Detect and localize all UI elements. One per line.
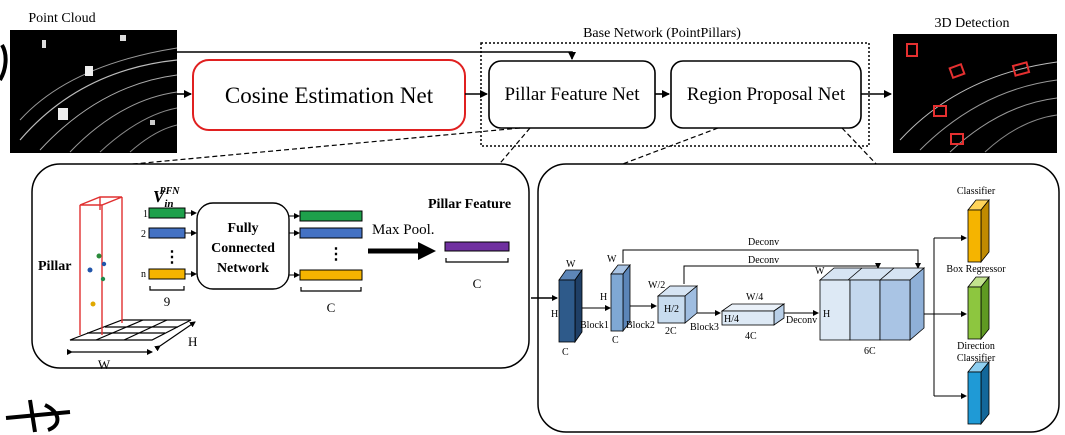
v-in-pfn-label: VinPFN xyxy=(153,186,180,210)
output-brace xyxy=(300,287,362,292)
edge-scribble xyxy=(0,43,8,82)
pillar-feature-bar xyxy=(444,241,510,252)
point-cloud-image xyxy=(10,30,178,153)
maxpool-arrowhead xyxy=(418,242,436,260)
fully-connected-network-box xyxy=(196,202,290,290)
dim-c5: 6C xyxy=(864,346,876,357)
dim-w3: W/2 xyxy=(648,280,665,291)
input-bar-yellow xyxy=(148,268,186,280)
row-label-1: 1 xyxy=(143,209,148,220)
dim-w4: W/4 xyxy=(746,292,763,303)
input-brace xyxy=(149,286,185,291)
pillar-feature-net-label: Pillar Feature Net xyxy=(504,84,640,105)
c-label-out: C xyxy=(473,276,482,291)
dim-w2: W xyxy=(607,254,617,265)
direction-label-line1: Direction xyxy=(957,341,995,352)
deconv-label-1: Deconv xyxy=(748,237,779,248)
block3-label: Block3 xyxy=(690,322,719,333)
h-axis-arrow xyxy=(154,321,196,352)
dim-h4: H/4 xyxy=(724,314,739,325)
bottom-scribble xyxy=(5,399,71,433)
fcn-label-line1: Fully xyxy=(227,221,258,236)
region-proposal-net-label: Region Proposal Net xyxy=(687,84,846,105)
fcn-label-line2: Connected xyxy=(211,241,275,256)
nine-label: 9 xyxy=(164,294,171,309)
input-bar-green xyxy=(148,207,186,219)
dim-h2: H xyxy=(600,292,607,303)
direction-label-line2: Classifier xyxy=(957,353,996,364)
output-dots: ⋮ xyxy=(328,246,344,263)
dim-w5: W xyxy=(815,266,825,277)
dim-w1: W xyxy=(566,259,576,270)
dim-c4: 4C xyxy=(745,331,757,342)
classifier-label: Classifier xyxy=(957,186,996,197)
h-axis-label: H xyxy=(188,334,197,349)
classifier-head xyxy=(967,198,990,264)
direction-head xyxy=(967,360,990,426)
base-network-box xyxy=(480,42,870,147)
w-axis-label: W xyxy=(98,357,111,372)
output-bar-blue xyxy=(299,227,363,239)
block2-label: Block2 xyxy=(626,320,655,331)
pillar-feature-label: Pillar Feature xyxy=(428,197,511,212)
arrow-pc-skip-to-pfn xyxy=(177,51,576,60)
fcn-label-line3: Network xyxy=(217,261,269,276)
rpn-block1-tensor xyxy=(610,263,631,333)
box-regressor-head xyxy=(967,275,990,341)
output-bar-yellow xyxy=(299,269,363,281)
deconv-label-2: Deconv xyxy=(748,255,779,266)
deconv-skip-2 xyxy=(683,263,881,284)
rpn-input-tensor xyxy=(558,268,583,344)
pillar-prism xyxy=(79,196,123,335)
input-dots: ⋮ xyxy=(164,249,180,266)
deconv-label-3: Deconv xyxy=(786,315,817,326)
dim-c2: C xyxy=(612,335,619,346)
cosine-estimation-net-box xyxy=(192,59,466,131)
rpn-block3-tensor xyxy=(720,303,786,326)
zoom-line-pfn-right xyxy=(495,127,531,169)
maxpool-label: Max Pool. xyxy=(372,222,435,238)
dim-c1: C xyxy=(562,347,569,358)
zoom-line-rpn-right xyxy=(841,127,881,169)
output-bar-green xyxy=(299,210,363,222)
dim-h3: H/2 xyxy=(664,304,679,315)
deconv-skip-1 xyxy=(622,249,921,269)
box-regressor-label: Box Regressor xyxy=(946,264,1006,275)
block1-label: Block1 xyxy=(580,320,609,331)
dim-h5: H xyxy=(823,309,830,320)
dim-h1: H xyxy=(551,309,558,320)
c-label-fcn: C xyxy=(327,300,336,315)
point-cloud-label: Point Cloud xyxy=(28,11,95,26)
cosine-estimation-net-label: Cosine Estimation Net xyxy=(225,83,434,108)
base-network-label: Base Network (PointPillars) xyxy=(583,26,741,41)
zoom-line-rpn-left xyxy=(611,127,719,169)
dim-c3: 2C xyxy=(665,326,677,337)
row-label-2: 2 xyxy=(141,229,146,240)
pillar-grid xyxy=(69,319,192,341)
pillar-label: Pillar xyxy=(38,259,71,274)
detection-label: 3D Detection xyxy=(934,16,1009,31)
row-label-n: n xyxy=(141,269,146,280)
rpn-concat-tensor xyxy=(818,267,926,341)
pillar-feature-brace xyxy=(445,258,509,263)
detection-image xyxy=(893,34,1058,153)
pillar-points xyxy=(87,253,107,307)
input-bar-blue xyxy=(148,227,186,239)
